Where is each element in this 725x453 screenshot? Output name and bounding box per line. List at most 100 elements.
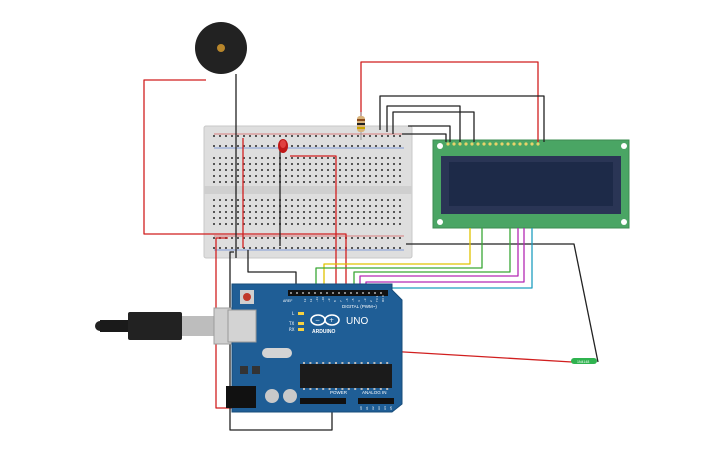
breadboard-hole bbox=[267, 237, 269, 239]
breadboard-hole bbox=[345, 217, 347, 219]
breadboard-hole bbox=[213, 223, 215, 225]
breadboard-hole bbox=[327, 181, 329, 183]
led-tx-label: TX bbox=[288, 321, 294, 326]
lcd-pin bbox=[536, 142, 540, 146]
breadboard-hole bbox=[315, 169, 317, 171]
chip-leg bbox=[322, 362, 325, 364]
digital-header-pin bbox=[362, 292, 364, 294]
lcd-pin bbox=[530, 142, 534, 146]
breadboard-hole bbox=[285, 169, 287, 171]
breadboard-hole bbox=[351, 157, 353, 159]
chip-leg bbox=[386, 362, 389, 364]
brand-label: ARDUINO bbox=[312, 329, 335, 335]
breadboard-hole bbox=[219, 135, 221, 137]
analog-pin-label: A1 bbox=[365, 406, 369, 410]
breadboard-hole bbox=[351, 181, 353, 183]
piezo-buzzer bbox=[195, 22, 247, 74]
chip-leg bbox=[386, 388, 389, 390]
breadboard-hole bbox=[255, 181, 257, 183]
chip-leg bbox=[328, 362, 331, 364]
wire-black-diode bbox=[406, 243, 599, 363]
lcd-pin bbox=[482, 142, 486, 146]
breadboard-hole bbox=[375, 175, 377, 177]
breadboard-hole bbox=[393, 247, 395, 249]
breadboard-hole bbox=[357, 135, 359, 137]
breadboard-hole bbox=[387, 157, 389, 159]
breadboard-hole bbox=[357, 205, 359, 207]
wire-black-lcd-3 bbox=[392, 111, 475, 142]
breadboard-hole bbox=[351, 205, 353, 207]
lcd-pin bbox=[518, 142, 522, 146]
chip-leg bbox=[373, 388, 376, 390]
wire-black-lcd-5 bbox=[402, 133, 447, 142]
digital-header-pin bbox=[338, 292, 340, 294]
breadboard-hole bbox=[345, 175, 347, 177]
breadboard-hole bbox=[369, 199, 371, 201]
chip-leg bbox=[367, 388, 369, 390]
chip-leg bbox=[341, 362, 344, 364]
breadboard-hole bbox=[273, 157, 275, 159]
breadboard-hole bbox=[315, 181, 317, 183]
wire-black-rail-gnd bbox=[229, 251, 333, 431]
chip-leg bbox=[309, 388, 312, 390]
breadboard-hole bbox=[303, 217, 305, 219]
breadboard-hole bbox=[261, 205, 263, 207]
breadboard-hole bbox=[345, 181, 347, 183]
breadboard-hole bbox=[231, 199, 233, 201]
breadboard-hole bbox=[213, 199, 215, 201]
breadboard-hole bbox=[375, 181, 377, 183]
breadboard-hole bbox=[255, 175, 257, 177]
wire-red-led bbox=[290, 155, 337, 296]
breadboard-hole bbox=[309, 217, 311, 219]
breadboard-hole bbox=[261, 135, 263, 137]
breadboard-hole bbox=[375, 217, 377, 219]
breadboard-hole bbox=[285, 157, 287, 159]
breadboard-hole bbox=[261, 181, 263, 183]
breadboard-hole bbox=[231, 145, 233, 147]
breadboard-hole bbox=[333, 247, 335, 249]
breadboard-hole bbox=[387, 175, 389, 177]
breadboard-hole bbox=[351, 145, 353, 147]
breadboard-hole bbox=[327, 175, 329, 177]
digital-header-pin bbox=[380, 292, 382, 294]
breadboard-hole bbox=[261, 247, 263, 249]
breadboard-hole bbox=[243, 223, 245, 225]
breadboard-hole bbox=[315, 237, 317, 239]
breadboard-hole bbox=[333, 223, 335, 225]
breadboard-hole bbox=[351, 135, 353, 137]
chip-leg bbox=[335, 388, 337, 390]
breadboard-hole bbox=[297, 217, 299, 219]
digital-pin-label: RX 0 bbox=[381, 295, 385, 302]
wire-black-lcd-4 bbox=[408, 125, 451, 142]
breadboard-hole bbox=[351, 199, 353, 201]
breadboard-hole bbox=[375, 145, 377, 147]
breadboard-hole bbox=[399, 135, 401, 137]
breadboard-hole bbox=[237, 211, 239, 213]
breadboard-hole bbox=[231, 175, 233, 177]
chip-leg bbox=[309, 362, 312, 364]
breadboard-hole bbox=[279, 135, 281, 137]
breadboard-hole bbox=[225, 169, 227, 171]
breadboard-hole bbox=[345, 163, 347, 165]
breadboard-hole bbox=[249, 169, 251, 171]
digital-pin-label: 4 bbox=[357, 300, 361, 302]
breadboard-hole bbox=[357, 223, 359, 225]
breadboard-hole bbox=[351, 223, 353, 225]
breadboard-hole bbox=[303, 181, 305, 183]
breadboard-hole bbox=[213, 169, 215, 171]
breadboard-hole bbox=[231, 217, 233, 219]
breadboard-hole bbox=[273, 145, 275, 147]
breadboard-hole bbox=[399, 163, 401, 165]
reset-button[interactable] bbox=[243, 293, 251, 301]
breadboard-hole bbox=[339, 205, 341, 207]
breadboard-hole bbox=[363, 169, 365, 171]
breadboard-hole bbox=[387, 205, 389, 207]
breadboard-hole bbox=[381, 175, 383, 177]
breadboard-hole bbox=[273, 211, 275, 213]
breadboard-hole bbox=[213, 135, 215, 137]
breadboard-hole bbox=[219, 217, 221, 219]
breadboard-hole bbox=[297, 135, 299, 137]
breadboard-hole bbox=[285, 199, 287, 201]
